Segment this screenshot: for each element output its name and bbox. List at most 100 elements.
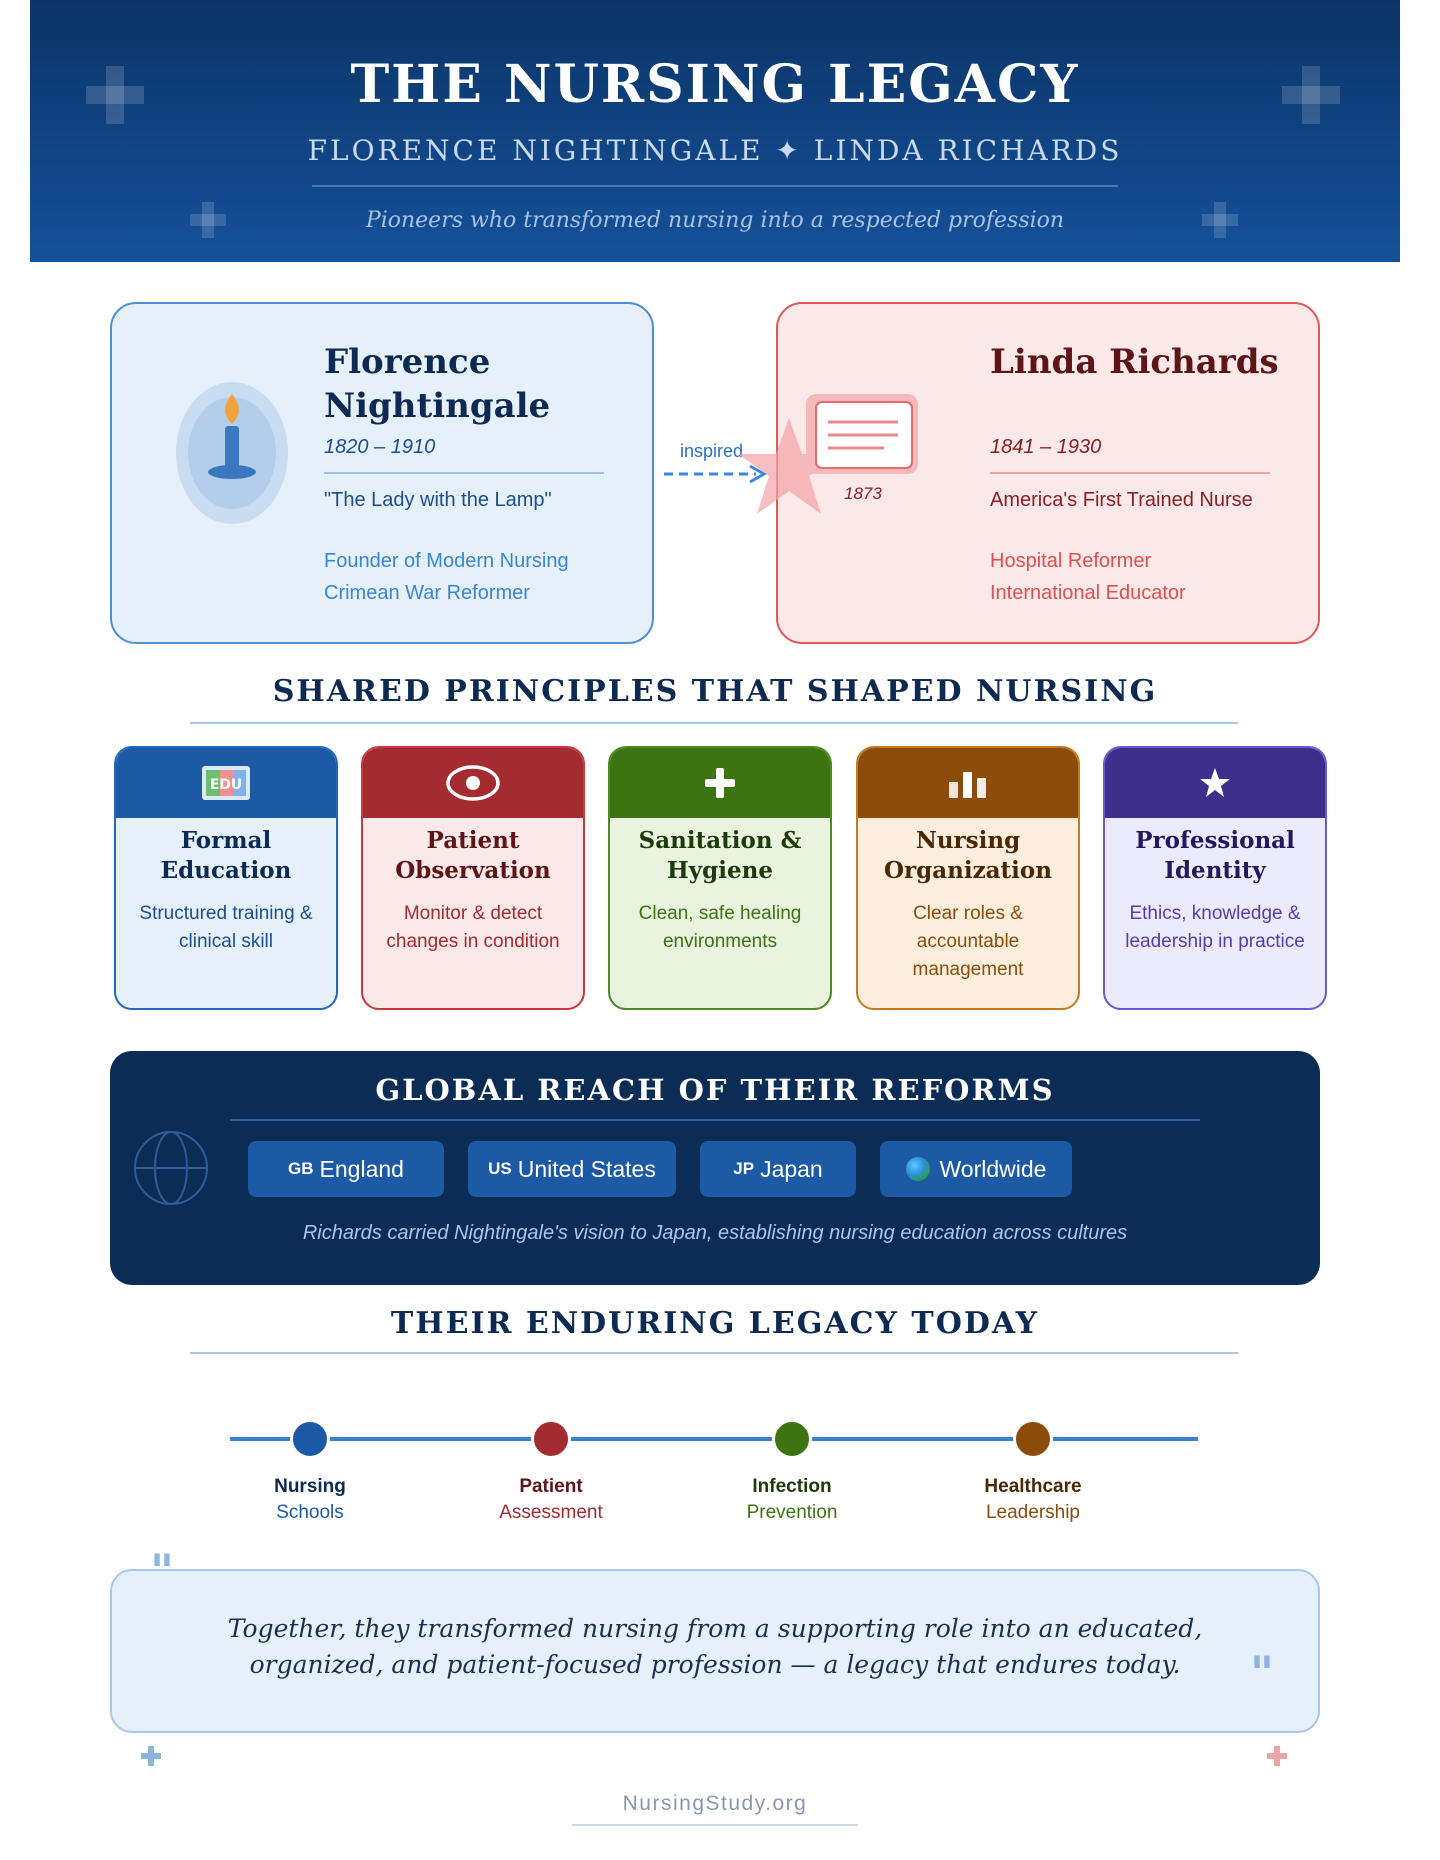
timeline-item-nursing-schools: Nursing Schools (210, 1474, 410, 1526)
region-label: Japan (760, 1155, 823, 1182)
timeline-dot (531, 1419, 571, 1459)
profile-card-linda: 1873 Linda Richards 1841 – 1930 America'… (738, 302, 1320, 644)
timeline-label-secondary: Assessment (499, 1502, 603, 1523)
plus-icon (610, 760, 830, 806)
principle-card-organization: Nursing Organization Clear roles & accou… (856, 746, 1080, 1010)
profile-role: Founder of Modern Nursing (324, 550, 569, 572)
region-pill-japan: JP Japan (700, 1141, 856, 1197)
profile-role: International Educator (990, 582, 1186, 604)
global-reach-panel: GLOBAL REACH OF THEIR REFORMS GB England… (110, 1051, 1320, 1285)
timeline-item-healthcare-leadership: Healthcare Leadership (933, 1474, 1133, 1526)
profile-years: 1820 – 1910 (324, 436, 436, 458)
principle-title: Sanitation & Hygiene (638, 827, 802, 884)
timeline-dot (772, 1419, 812, 1459)
eye-icon (363, 760, 583, 806)
section-title-principles: SHARED PRINCIPLES THAT SHAPED NURSING (272, 674, 1158, 709)
region-pill-worldwide: Worldwide (880, 1141, 1072, 1197)
section-divider (190, 722, 1238, 724)
principle-title: Professional Identity (1135, 827, 1295, 884)
country-code: GB (288, 1159, 314, 1178)
section-divider (230, 1119, 1200, 1121)
section-title-legacy: THEIR ENDURING LEGACY TODAY (390, 1306, 1040, 1341)
timeline-dot (290, 1419, 330, 1459)
principle-desc: Structured training & clinical skill (139, 903, 313, 952)
profile-divider (990, 472, 1270, 474)
connector-label: inspired (680, 441, 744, 461)
star-icon (738, 418, 840, 514)
lamp-icon (176, 382, 288, 524)
profile-card-florence: Florence Nightingale 1820 – 1910 "The La… (110, 302, 654, 644)
profile-role: Crimean War Reformer (324, 582, 530, 604)
quote-text: Together, they transformed nursing from … (227, 1614, 1203, 1679)
profile-nickname: "The Lady with the Lamp" (324, 489, 552, 511)
header-divider (312, 185, 1118, 187)
globe-icon (134, 1131, 208, 1205)
principle-title: Patient Observation (395, 827, 551, 884)
principle-card-identity: Professional Identity Ethics, knowledge … (1103, 746, 1327, 1010)
profile-divider (324, 472, 604, 474)
footer-divider (572, 1824, 858, 1826)
region-pill-united-states: US United States (468, 1141, 676, 1197)
principle-card-observation: Patient Observation Monitor & detect cha… (361, 746, 585, 1010)
timeline-line (230, 1437, 1198, 1441)
card-header: EDU (116, 748, 336, 818)
region-label: Worldwide (939, 1155, 1047, 1182)
star-icon (1105, 760, 1325, 806)
timeline-label-primary: Nursing (274, 1476, 346, 1497)
page-subtitle: FLORENCE NIGHTINGALE ✦ LINDA RICHARDS (307, 134, 1123, 167)
cross-icon (141, 1746, 161, 1766)
timeline-label-primary: Healthcare (984, 1476, 1082, 1497)
timeline-label-secondary: Leadership (985, 1502, 1081, 1523)
region-label: United States (517, 1155, 656, 1182)
education-icon: EDU (116, 760, 336, 806)
card-header (858, 748, 1078, 818)
country-code: US (488, 1159, 512, 1178)
timeline-label-primary: Patient (519, 1476, 583, 1497)
section-divider (190, 1352, 1238, 1354)
principle-title: Formal Education (160, 827, 292, 884)
timeline-label-secondary: Prevention (746, 1502, 838, 1523)
timeline-label-secondary: Schools (276, 1502, 344, 1523)
svg-text:EDU: EDU (210, 777, 243, 793)
header-banner: THE NURSING LEGACY FLORENCE NIGHTINGALE … (30, 0, 1400, 262)
principle-card-sanitation: Sanitation & Hygiene Clean, safe healing… (608, 746, 832, 1010)
country-code: JP (733, 1159, 755, 1178)
card-header (1105, 748, 1325, 818)
profile-title: America's First Trained Nurse (990, 489, 1253, 511)
principle-desc: Clear roles & accountable management (912, 903, 1024, 980)
globe-emoji-icon (905, 1157, 930, 1181)
global-note: Richards carried Nightingale's vision to… (302, 1222, 1128, 1244)
timeline-item-patient-assessment: Patient Assessment (451, 1474, 651, 1526)
page-tagline: Pioneers who transformed nursing into a … (365, 208, 1065, 233)
principle-card-education: EDU Formal Education Structured training… (114, 746, 338, 1010)
cross-icon (1202, 202, 1238, 238)
region-pill-england: GB England (248, 1141, 444, 1197)
timeline-dot (1013, 1419, 1053, 1459)
principle-desc: Ethics, knowledge & leadership in practi… (1125, 903, 1305, 952)
profile-name: Linda Richards (990, 342, 1279, 382)
cross-icon (86, 66, 144, 124)
principle-desc: Clean, safe healing environments (638, 903, 802, 952)
profile-role: Hospital Reformer (990, 550, 1152, 572)
timeline-item-infection-prevention: Infection Prevention (692, 1474, 892, 1526)
card-header (610, 748, 830, 818)
cross-icon (1267, 1746, 1287, 1766)
principle-desc: Monitor & detect changes in condition (386, 903, 560, 952)
principle-title: Nursing Organization (884, 827, 1052, 884)
profile-years: 1841 – 1930 (990, 436, 1102, 458)
footer-site: NursingStudy.org (622, 1792, 808, 1815)
page-title: THE NURSING LEGACY (350, 54, 1080, 115)
cross-icon (190, 202, 226, 238)
region-label: England (319, 1155, 404, 1182)
close-quote-icon: " (1250, 1646, 1274, 1700)
section-title-global: GLOBAL REACH OF THEIR REFORMS (375, 1073, 1055, 1107)
closing-quote: Together, they transformed nursing from … (110, 1569, 1320, 1733)
arrow-right-icon (664, 464, 768, 484)
diploma-year: 1873 (844, 484, 882, 503)
profile-name: Florence Nightingale (324, 342, 551, 426)
cross-icon (1282, 66, 1340, 124)
timeline-label-primary: Infection (752, 1476, 832, 1497)
bar-chart-icon (858, 760, 1078, 806)
card-header (363, 748, 583, 818)
diploma-icon (796, 388, 946, 538)
